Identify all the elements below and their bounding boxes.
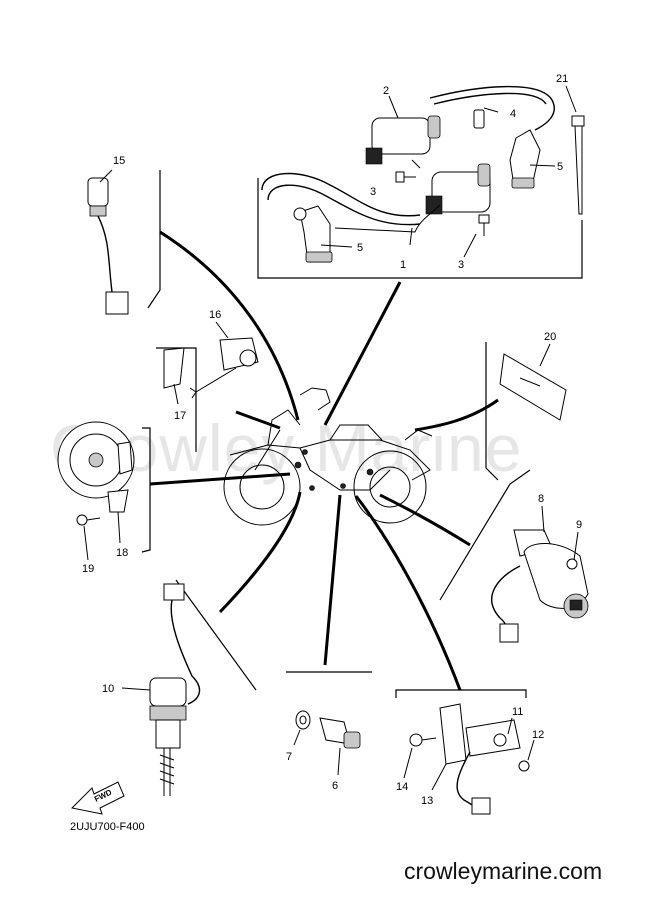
switch-assembly-10: 10 bbox=[102, 579, 257, 796]
screw-left bbox=[395, 171, 416, 183]
callout-16: 16 bbox=[209, 309, 221, 321]
callout-17: 17 bbox=[174, 410, 186, 422]
switch-bracket-16-17: 16 17 bbox=[156, 309, 259, 452]
ht-wire-lower-2 bbox=[267, 184, 421, 226]
main-switch-screw bbox=[566, 558, 578, 570]
group-bracket-ignition bbox=[257, 178, 583, 279]
callout-5-right: 5 bbox=[557, 161, 563, 173]
callout-10: 10 bbox=[102, 683, 114, 695]
callout-3-upper: 3 bbox=[370, 186, 376, 198]
reflector-20: 20 bbox=[485, 331, 567, 481]
callout-8: 8 bbox=[538, 493, 544, 505]
main-switch-assembly: 8 9 bbox=[439, 469, 589, 643]
callout-20: 20 bbox=[544, 331, 556, 343]
callout-12: 12 bbox=[532, 729, 544, 741]
bolt-14 bbox=[409, 733, 437, 747]
callout-15: 15 bbox=[113, 155, 125, 167]
callout-7: 7 bbox=[286, 751, 292, 763]
callout-9: 9 bbox=[576, 519, 582, 531]
switch-assembly-15: 15 bbox=[87, 155, 161, 315]
ht-wire-upper-2 bbox=[433, 92, 547, 105]
callout-spokes bbox=[149, 230, 499, 691]
callout-2: 2 bbox=[383, 85, 389, 97]
callout-3-lower: 3 bbox=[458, 259, 464, 271]
fwd-arrow-icon: FWD bbox=[70, 781, 125, 815]
callout-11: 11 bbox=[512, 706, 523, 718]
ignition-coil-group: 2 3 4 5 5 1 3 21 bbox=[257, 73, 585, 279]
screw-12 bbox=[518, 760, 530, 772]
diagram-code: 2UJU700-F400 bbox=[70, 821, 145, 833]
ignition-coil-upper bbox=[365, 115, 441, 165]
ignition-coil-lower bbox=[334, 163, 491, 233]
screw-right bbox=[478, 214, 490, 236]
spacer-collar bbox=[473, 109, 485, 129]
site-url: crowleymarine.com bbox=[404, 858, 603, 884]
callout-18: 18 bbox=[116, 547, 128, 559]
callout-14: 14 bbox=[396, 781, 408, 793]
spark-plug-cap-left bbox=[293, 205, 333, 263]
callout-21: 21 bbox=[556, 73, 568, 85]
callout-1: 1 bbox=[400, 259, 406, 271]
ht-wire-upper bbox=[429, 85, 555, 131]
callout-13: 13 bbox=[421, 795, 433, 807]
switch-assembly-11-14: 11 12 13 14 bbox=[395, 689, 544, 815]
callout-4: 4 bbox=[510, 108, 516, 120]
callout-6: 6 bbox=[332, 780, 338, 792]
ht-wire-lower bbox=[261, 172, 421, 217]
horn-bolt bbox=[76, 514, 101, 526]
callout-19: 19 bbox=[82, 563, 94, 575]
horn-assembly: 18 19 bbox=[57, 421, 151, 575]
spark-plug-cap-right bbox=[509, 129, 541, 189]
callout-5-left: 5 bbox=[357, 242, 363, 254]
cable-tie bbox=[571, 115, 585, 215]
motorcycle-silhouette bbox=[223, 387, 433, 526]
sender-6-7: 7 6 bbox=[286, 671, 372, 792]
